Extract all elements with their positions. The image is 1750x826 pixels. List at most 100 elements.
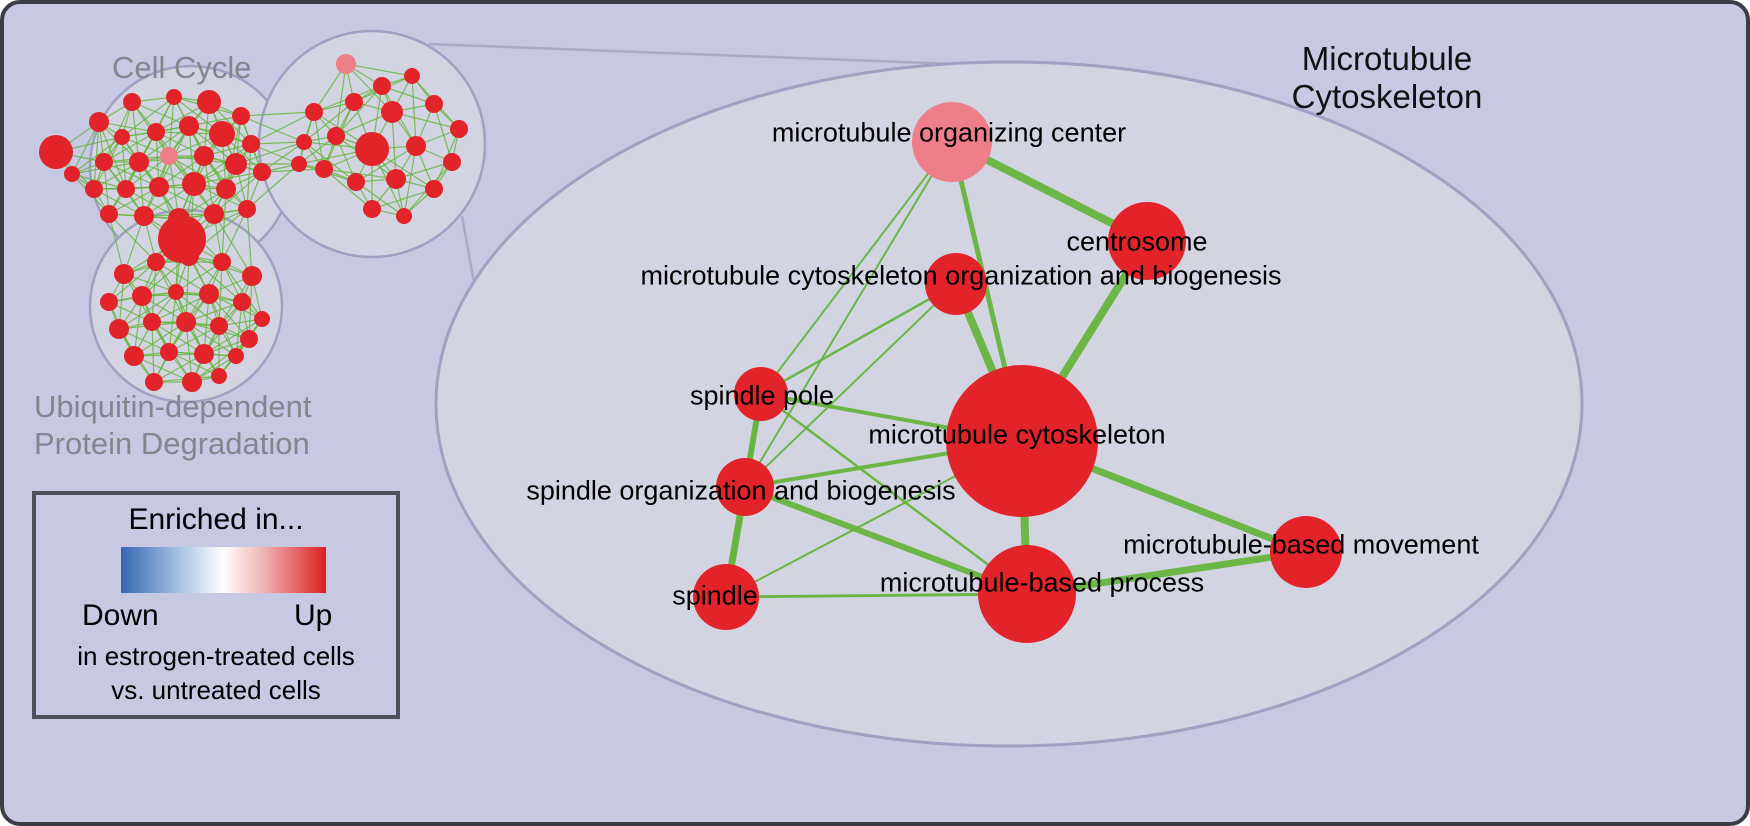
overview-node[interactable] (327, 127, 345, 145)
overview-node[interactable] (160, 343, 178, 361)
overview-node[interactable] (132, 286, 152, 306)
overview-node[interactable] (425, 180, 443, 198)
overview-node[interactable] (406, 136, 426, 156)
overview-edge (138, 125, 190, 163)
overview-node[interactable] (194, 344, 214, 364)
overview-edge (185, 321, 193, 383)
overview-node[interactable] (168, 284, 184, 300)
overview-node[interactable] (347, 173, 365, 191)
overview-node[interactable] (291, 156, 307, 172)
overview-node[interactable] (450, 120, 468, 138)
overview-node[interactable] (100, 293, 118, 311)
overview-edge (235, 301, 243, 357)
node-mbp[interactable] (978, 545, 1076, 643)
overview-edge (133, 295, 143, 357)
overview-edge (125, 155, 170, 190)
node-mbm[interactable] (1270, 516, 1342, 588)
overview-edge (371, 188, 435, 210)
overview-node[interactable] (238, 200, 256, 218)
overview-node[interactable] (425, 95, 443, 113)
overview-edge (185, 255, 190, 323)
overview-edge (131, 101, 140, 163)
overview-node[interactable] (85, 180, 103, 198)
overview-node[interactable] (199, 284, 219, 304)
overview-node[interactable] (197, 90, 221, 114)
overview-node[interactable] (373, 77, 391, 95)
overview-node[interactable] (381, 101, 403, 123)
overview-edge (155, 261, 210, 295)
node-moc[interactable] (912, 102, 992, 182)
overview-node[interactable] (166, 89, 182, 105)
overview-node[interactable] (89, 112, 109, 132)
overview-node[interactable] (160, 147, 178, 165)
overview-node[interactable] (210, 317, 228, 335)
overview-edge (108, 213, 125, 275)
overview-node[interactable] (64, 166, 80, 182)
overview-node[interactable] (315, 160, 333, 178)
overview-node[interactable] (253, 163, 271, 181)
edge-spindle-mbp (725, 592, 1028, 599)
node-spindle_pole[interactable] (734, 367, 788, 421)
edge-mcob-sob (744, 283, 957, 488)
overview-node[interactable] (336, 54, 356, 74)
overview-node[interactable] (129, 152, 149, 172)
overview-edge (240, 111, 315, 117)
overview-node[interactable] (95, 153, 113, 171)
overview-node[interactable] (296, 134, 312, 150)
node-centrosome[interactable] (1108, 202, 1186, 280)
overview-node[interactable] (216, 179, 236, 199)
node-mc[interactable] (946, 365, 1098, 517)
overview-node[interactable] (232, 107, 250, 125)
node-mcob[interactable] (925, 253, 987, 315)
overview-node[interactable] (213, 253, 231, 271)
overview-node[interactable] (305, 103, 323, 121)
overview-node[interactable] (143, 313, 161, 331)
overview-node[interactable] (386, 169, 406, 189)
overview-node[interactable] (404, 68, 420, 84)
overview-node[interactable] (179, 116, 199, 136)
overview-node[interactable] (117, 180, 135, 198)
overview-node[interactable] (123, 93, 141, 111)
overview-node[interactable] (228, 348, 244, 364)
overview-node[interactable] (254, 311, 270, 327)
node-sob[interactable] (716, 458, 774, 516)
overview-node[interactable] (109, 319, 129, 339)
overview-node[interactable] (242, 135, 260, 153)
overview-node[interactable] (242, 266, 262, 286)
overview-node[interactable] (345, 93, 363, 111)
overview-edge (71, 173, 127, 190)
overview-node[interactable] (182, 172, 206, 196)
overview-node[interactable] (182, 372, 202, 392)
overview-edge (345, 63, 393, 113)
overview-node[interactable] (134, 206, 154, 226)
overview-node[interactable] (147, 253, 165, 271)
overview-node[interactable] (355, 132, 389, 166)
overview-node[interactable] (114, 264, 134, 284)
overview-edge (335, 63, 347, 137)
overview-node[interactable] (100, 205, 118, 223)
zoom-cone-line (428, 42, 955, 66)
overview-node[interactable] (209, 121, 235, 147)
overview-node[interactable] (204, 204, 224, 224)
overview-node[interactable] (39, 135, 73, 169)
overview-edge (335, 85, 383, 137)
overview-edge (218, 261, 223, 327)
overview-node[interactable] (179, 246, 199, 266)
overview-node[interactable] (149, 177, 169, 197)
overview-node[interactable] (114, 129, 130, 145)
node-spindle[interactable] (693, 564, 759, 630)
overview-node[interactable] (176, 312, 196, 332)
overview-node[interactable] (233, 293, 251, 311)
overview-node[interactable] (240, 330, 258, 348)
overview-node[interactable] (194, 146, 214, 166)
overview-edge (108, 261, 157, 303)
overview-node[interactable] (211, 368, 227, 384)
overview-edge (203, 318, 263, 355)
overview-node[interactable] (363, 200, 381, 218)
overview-node[interactable] (443, 153, 461, 171)
overview-node[interactable] (147, 123, 165, 141)
overview-node[interactable] (396, 208, 412, 224)
overview-node[interactable] (124, 346, 144, 366)
overview-node[interactable] (145, 373, 163, 391)
overview-node[interactable] (225, 153, 247, 175)
